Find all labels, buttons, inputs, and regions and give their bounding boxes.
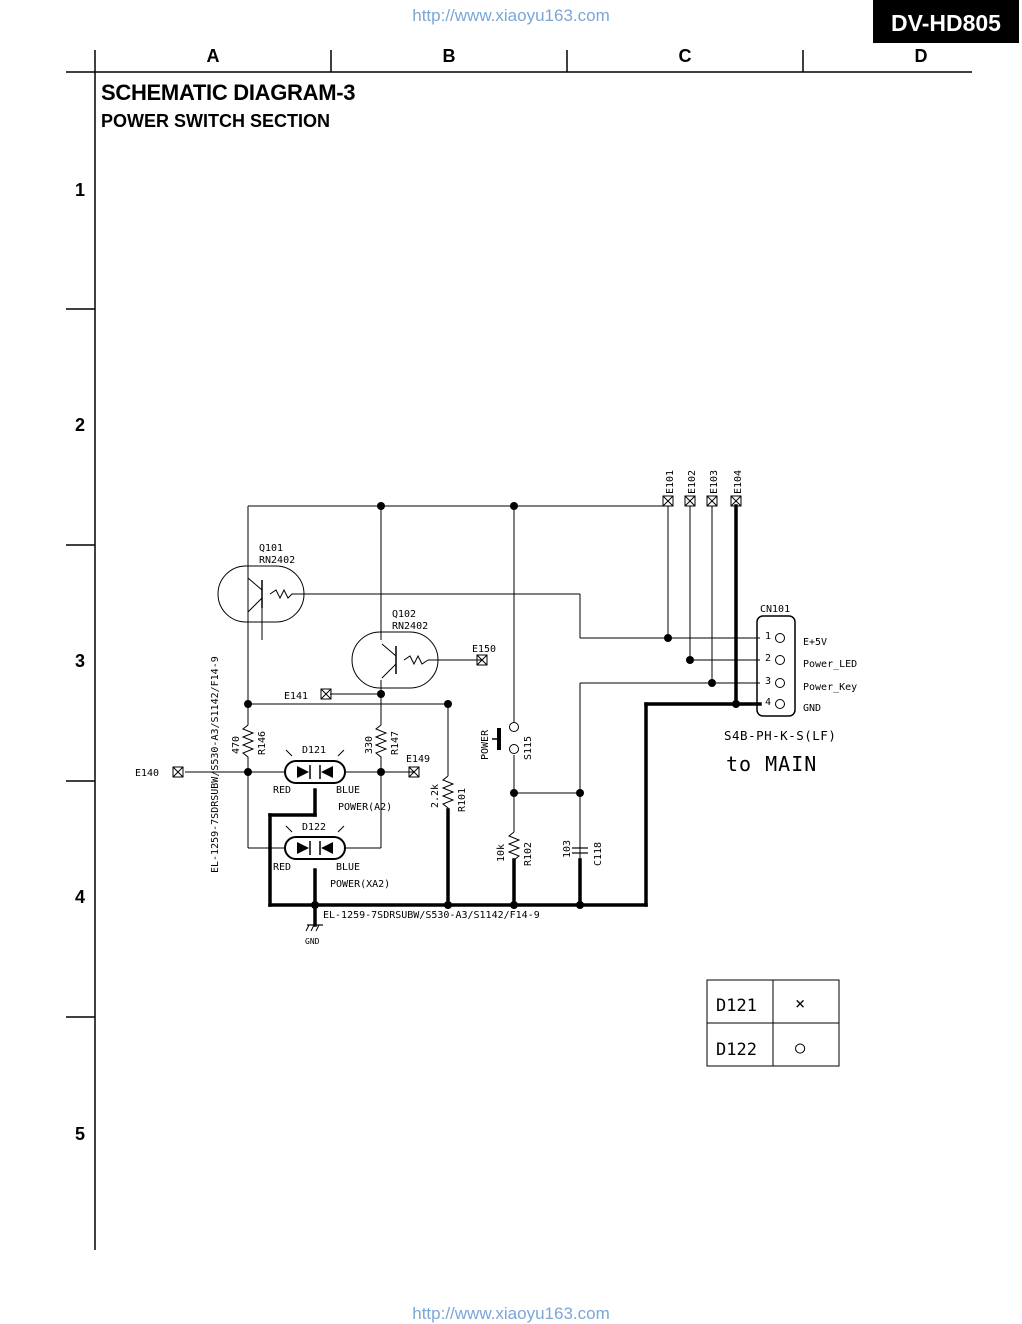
row-header-3: 3 xyxy=(74,651,85,671)
e102-label: E102 xyxy=(687,470,698,494)
r147-value: 330 xyxy=(364,736,375,754)
junction-dots xyxy=(244,502,740,909)
board-label-bottom: EL-1259-7SDRSUBW/S530-A3/S1142/F14-9 xyxy=(323,910,540,921)
page-subtitle: POWER SWITCH SECTION xyxy=(101,111,330,131)
d121-note: POWER(A2) xyxy=(338,802,392,813)
column-header-a: A xyxy=(206,46,220,66)
e103-label: E103 xyxy=(709,470,720,494)
q102-part: RN2402 xyxy=(392,621,428,632)
page-frame xyxy=(66,50,972,1250)
r102-ref: R102 xyxy=(523,842,534,866)
cn101-ref: CN101 xyxy=(760,604,790,615)
d122-left: RED xyxy=(273,862,291,873)
e149-label: E149 xyxy=(406,754,430,765)
d122-ref: D122 xyxy=(302,822,326,833)
d122-note: POWER(XA2) xyxy=(330,879,390,890)
cn101-pin2-label: Power_LED xyxy=(803,659,857,670)
connector-cn101: CN101 1 2 3 4 E+5V Power_LED Power_Key G… xyxy=(724,604,857,776)
cn101-pin1-num: 1 xyxy=(765,631,771,642)
test-points xyxy=(172,495,742,778)
e150-label: E150 xyxy=(472,644,496,655)
cn101-pin2-num: 2 xyxy=(765,653,771,664)
row-header-2: 2 xyxy=(74,415,85,435)
cn101-pin3-label: Power_Key xyxy=(803,682,857,693)
test-point-e141 xyxy=(320,688,332,700)
test-point-e149 xyxy=(408,766,420,778)
row-header-4: 4 xyxy=(74,887,85,907)
s115-name: POWER xyxy=(480,729,491,760)
board-label-vertical: EL-1259-7SDRSUBW/S530-A3/S1142/F14-9 xyxy=(210,656,221,873)
cn101-destination: to MAIN xyxy=(726,752,817,776)
test-point-e101 xyxy=(662,495,674,507)
c118-ref: C118 xyxy=(593,842,604,866)
ground-bus xyxy=(268,504,762,927)
bottom-url[interactable]: http://www.xiaoyu163.com xyxy=(412,1304,610,1323)
ground-symbol: GND xyxy=(305,924,323,946)
row-header-1: 1 xyxy=(74,180,85,200)
cn101-pin3-num: 3 xyxy=(765,676,771,687)
test-point-labels: E101 E102 E103 E104 E140 E141 E149 E150 xyxy=(135,470,744,779)
test-point-e103 xyxy=(706,495,718,507)
test-point-e150 xyxy=(476,654,488,666)
q102-ref: Q102 xyxy=(392,609,416,620)
resistor-r101: 2.2k R101 xyxy=(430,775,468,812)
e141-label: E141 xyxy=(284,691,308,702)
row-header-5: 5 xyxy=(74,1124,85,1144)
transistor-q101: Q101 RN2402 xyxy=(217,543,305,623)
cn101-part: S4B-PH-K-S(LF) xyxy=(724,728,836,743)
q101-part: RN2402 xyxy=(259,555,295,566)
e104-label: E104 xyxy=(733,470,744,494)
q101-ref: Q101 xyxy=(259,543,283,554)
signal-wires xyxy=(185,505,760,905)
transistor-q102: Q102 RN2402 xyxy=(351,609,439,689)
test-point-e104 xyxy=(730,495,742,507)
resistor-r102: 10k R102 xyxy=(496,831,534,866)
cn101-pin4-num: 4 xyxy=(765,697,771,708)
d121-ref: D121 xyxy=(302,745,326,756)
capacitor-c118: 103 C118 xyxy=(562,840,604,866)
e140-label: E140 xyxy=(135,768,159,779)
option-table-row-1-ref: D121 xyxy=(716,996,757,1016)
top-url[interactable]: http://www.xiaoyu163.com xyxy=(412,6,610,25)
r146-ref: R146 xyxy=(257,731,268,755)
r101-value: 2.2k xyxy=(430,784,441,808)
r147-ref: R147 xyxy=(390,731,401,755)
column-header-c: C xyxy=(678,46,692,66)
led-d122: D122 RED BLUE POWER(XA2) xyxy=(273,822,390,890)
column-header-d: D xyxy=(914,46,928,66)
switch-s115: POWER S115 xyxy=(480,722,534,760)
cn101-pin1-label: E+5V xyxy=(803,637,827,648)
r102-value: 10k xyxy=(496,844,507,862)
d121-right: BLUE xyxy=(336,785,360,796)
r101-ref: R101 xyxy=(457,788,468,812)
gnd-label: GND xyxy=(305,937,320,946)
d122-right: BLUE xyxy=(336,862,360,873)
column-header-b: B xyxy=(442,46,456,66)
model-badge: DV-HD805 xyxy=(873,0,1019,43)
resistor-r147: 330 R147 xyxy=(364,724,401,760)
option-table-row-2-mark: ○ xyxy=(795,1038,806,1058)
test-point-e102 xyxy=(684,495,696,507)
cn101-pin4-label: GND xyxy=(803,703,821,714)
option-table-row-2-ref: D122 xyxy=(716,1040,757,1060)
test-point-e140 xyxy=(172,766,184,778)
e101-label: E101 xyxy=(665,470,676,494)
c118-value: 103 xyxy=(562,840,573,858)
page-title: SCHEMATIC DIAGRAM-3 xyxy=(101,80,356,105)
resistor-r146: 470 R146 xyxy=(231,724,268,760)
led-d121: D121 RED BLUE POWER(A2) xyxy=(273,745,392,813)
r146-value: 470 xyxy=(231,736,242,754)
d121-left: RED xyxy=(273,785,291,796)
option-table: D121 D122 × ○ xyxy=(706,979,840,1067)
option-table-row-1-mark: × xyxy=(795,994,805,1014)
s115-ref: S115 xyxy=(523,736,534,760)
